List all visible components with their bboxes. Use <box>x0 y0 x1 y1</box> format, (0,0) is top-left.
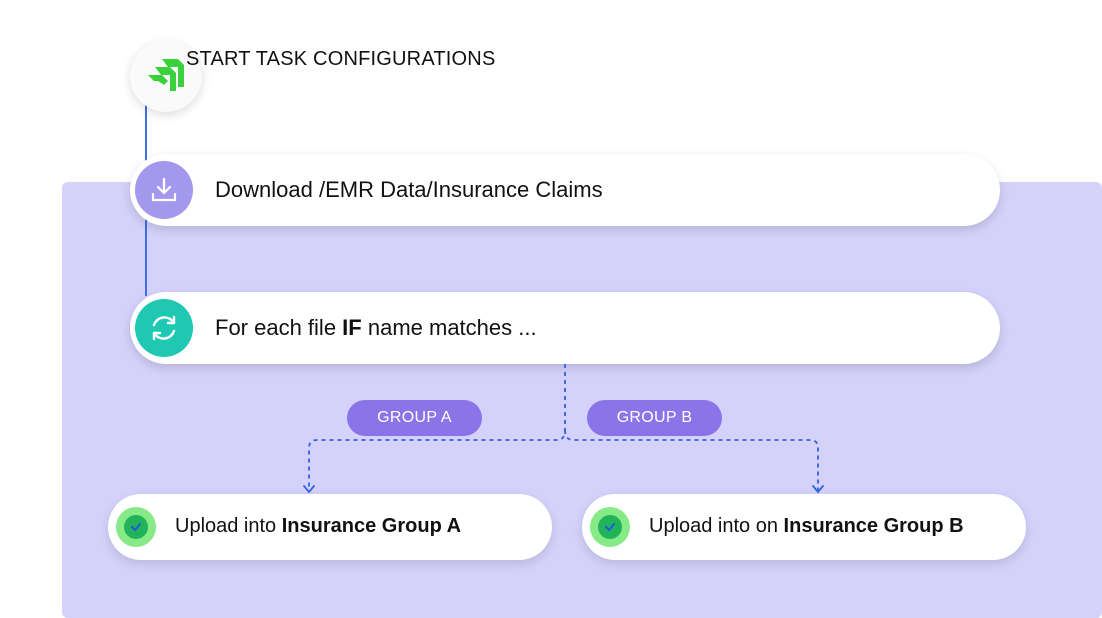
download-icon <box>135 161 193 219</box>
upload-a-prefix: Upload into <box>175 515 282 537</box>
loop-text-prefix: For each file <box>215 315 343 340</box>
loop-text-suffix: name matches ... <box>361 315 537 340</box>
upload-group-a-step[interactable]: Upload into Insurance Group A <box>108 494 552 560</box>
stepped-arrow-logo-icon <box>148 57 184 96</box>
check-icon <box>116 507 156 547</box>
loop-step[interactable]: For each file IF name matches ... <box>130 292 1000 364</box>
loop-step-label: For each file IF name matches ... <box>215 315 537 341</box>
group-b-badge: GROUP B <box>587 400 722 436</box>
upload-a-target: Insurance Group A <box>281 515 462 537</box>
download-step[interactable]: Download /EMR Data/Insurance Claims <box>130 154 1000 226</box>
upload-b-prefix: Upload into on <box>649 515 784 537</box>
upload-group-b-label: Upload into on Insurance Group B <box>649 515 964 538</box>
group-a-badge: GROUP A <box>347 400 482 436</box>
download-step-label: Download /EMR Data/Insurance Claims <box>215 177 603 202</box>
loop-icon <box>135 299 193 357</box>
check-icon <box>590 507 630 547</box>
upload-group-a-label: Upload into Insurance Group A <box>175 515 461 538</box>
upload-b-target: Insurance Group B <box>783 515 964 537</box>
loop-text-keyword: IF <box>342 315 362 340</box>
start-title: START TASK CONFIGURATIONS <box>186 48 496 70</box>
upload-group-b-step[interactable]: Upload into on Insurance Group B <box>582 494 1026 560</box>
start-node[interactable] <box>130 40 202 112</box>
